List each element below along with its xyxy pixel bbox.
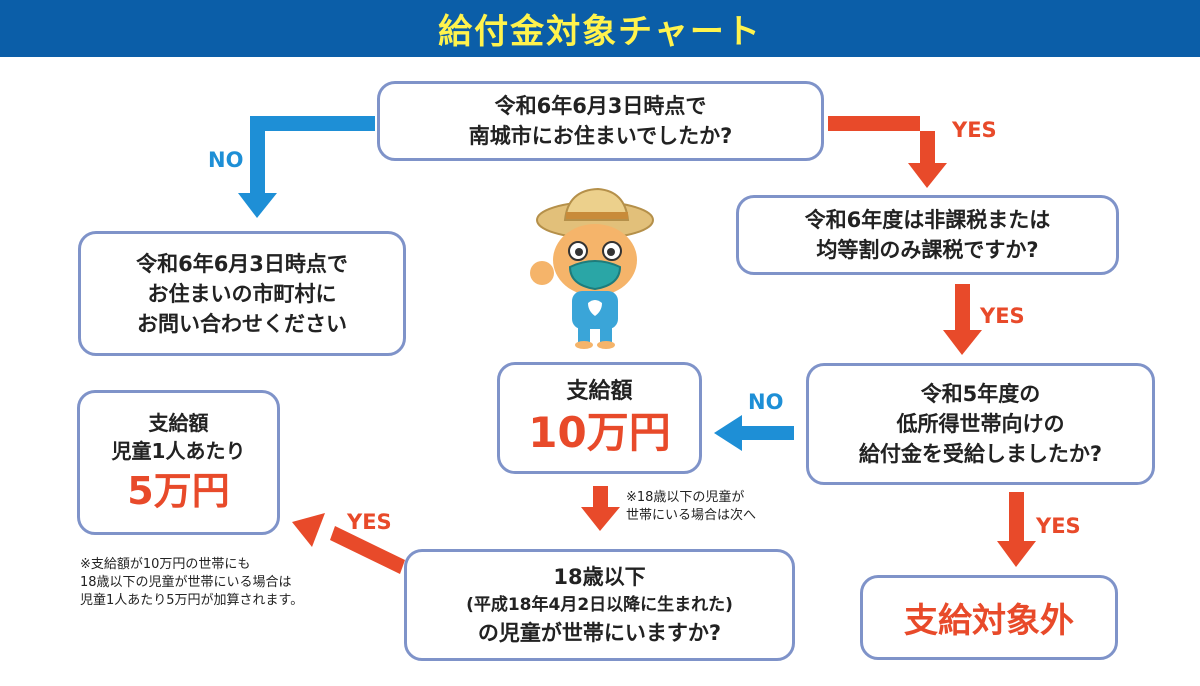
label-yes-q2: YES bbox=[980, 304, 1025, 328]
arrow-yes-q3 bbox=[997, 492, 1036, 567]
note-additional-amount: ※支給額が10万円の世帯にも 18歳以下の児童が世帯にいる場合は 児童1人あたり… bbox=[80, 556, 303, 610]
header-bar: 給付金対象チャート bbox=[0, 0, 1200, 57]
q4-line3: の児童が世帯にいますか? bbox=[477, 621, 722, 645]
question-children: 18歳以下 (平成18年4月2日以降に生まれた) の児童が世帯にいますか? bbox=[404, 549, 795, 661]
note1-line1: ※18歳以下の児童が bbox=[626, 490, 745, 505]
label-yes-q3: YES bbox=[1036, 514, 1081, 538]
pay5-label1: 支給額 bbox=[148, 410, 209, 435]
q2-line2: 均等割のみ課税ですか? bbox=[816, 238, 1039, 262]
label-yes-q4: YES bbox=[347, 510, 392, 534]
question-tax-status: 令和6年度は非課税または 均等割のみ課税ですか? bbox=[736, 195, 1119, 275]
q4-line2: (平成18年4月2日以降に生まれた) bbox=[466, 595, 733, 615]
arrow-pay10-q4 bbox=[581, 486, 620, 531]
arrow-yes-q2 bbox=[943, 284, 982, 355]
note2-line2: 18歳以下の児童が世帯にいる場合は bbox=[80, 575, 292, 590]
mascot-icon bbox=[530, 187, 654, 349]
pay10-label: 支給額 bbox=[566, 379, 633, 404]
note-children-next: ※18歳以下の児童が 世帯にいる場合は次へ bbox=[626, 489, 756, 525]
contact-line1: 令和6年6月3日時点で bbox=[136, 251, 348, 276]
q2-line1: 令和6年度は非課税または bbox=[804, 208, 1051, 232]
note2-line3: 児童1人あたり5万円が加算されます。 bbox=[80, 593, 304, 608]
contact-municipality-box: 令和6年6月3日時点で お住まいの市町村に お問い合わせください bbox=[78, 231, 406, 356]
q3-line2: 低所得世帯向けの bbox=[896, 412, 1065, 436]
q3-line3: 給付金を受給しましたか? bbox=[858, 442, 1103, 466]
arrow-yes-q4 bbox=[292, 513, 405, 574]
label-no-q1: NO bbox=[208, 148, 244, 172]
pay5-amount: 5万円 bbox=[127, 468, 230, 513]
question-previous-benefit: 令和5年度の 低所得世帯向けの 給付金を受給しましたか? bbox=[806, 363, 1155, 485]
q4-line1: 18歳以下 bbox=[553, 565, 646, 589]
arrow-no-q1 bbox=[238, 116, 375, 218]
not-eligible-box: 支給対象外 bbox=[860, 575, 1118, 660]
note2-line1: ※支給額が10万円の世帯にも bbox=[80, 557, 251, 572]
label-yes-q1: YES bbox=[952, 118, 997, 142]
q3-line1: 令和5年度の bbox=[920, 382, 1041, 406]
label-no-q3: NO bbox=[748, 390, 784, 414]
contact-line3: お問い合わせください bbox=[137, 311, 347, 336]
excluded-text: 支給対象外 bbox=[904, 601, 1074, 641]
pay10-amount: 10万円 bbox=[528, 408, 671, 457]
contact-line2: お住まいの市町村に bbox=[147, 281, 337, 306]
q1-line2: 南城市にお住まいでしたか? bbox=[468, 124, 733, 148]
question-residence: 令和6年6月3日時点で 南城市にお住まいでしたか? bbox=[377, 81, 824, 161]
pay5-label2: 児童1人あたり bbox=[111, 438, 246, 463]
arrow-yes-q1 bbox=[828, 116, 947, 188]
arrow-no-q3 bbox=[714, 415, 794, 451]
payment-10man-box: 支給額 10万円 bbox=[497, 362, 702, 474]
q1-line1: 令和6年6月3日時点で bbox=[494, 94, 707, 118]
note1-line2: 世帯にいる場合は次へ bbox=[626, 508, 757, 523]
chart-title: 給付金対象チャート bbox=[438, 12, 762, 52]
payment-5man-box: 支給額 児童1人あたり 5万円 bbox=[77, 390, 280, 535]
